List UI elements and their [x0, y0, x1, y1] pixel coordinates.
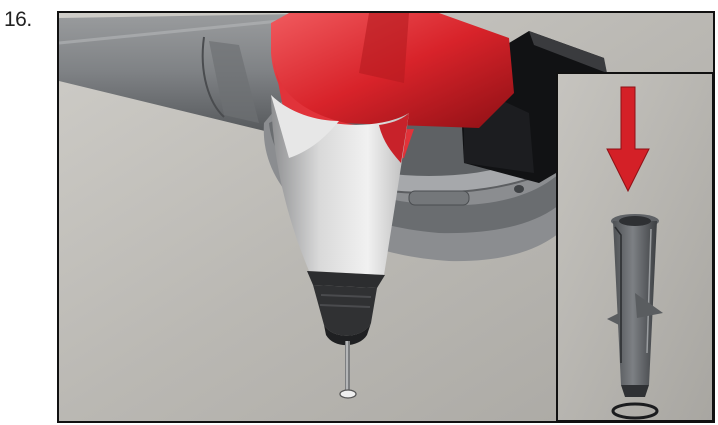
drill-body	[271, 95, 409, 288]
drill-illustration	[59, 13, 713, 421]
drill-chuck	[313, 285, 377, 346]
anchor-detail-inset	[556, 72, 713, 421]
o-ring	[611, 402, 659, 420]
down-arrow-icon	[606, 86, 650, 193]
wall-anchor	[607, 214, 663, 397]
illustration-frame	[57, 11, 715, 423]
drill-bit	[339, 341, 357, 399]
step-number: 16.	[4, 8, 32, 31]
